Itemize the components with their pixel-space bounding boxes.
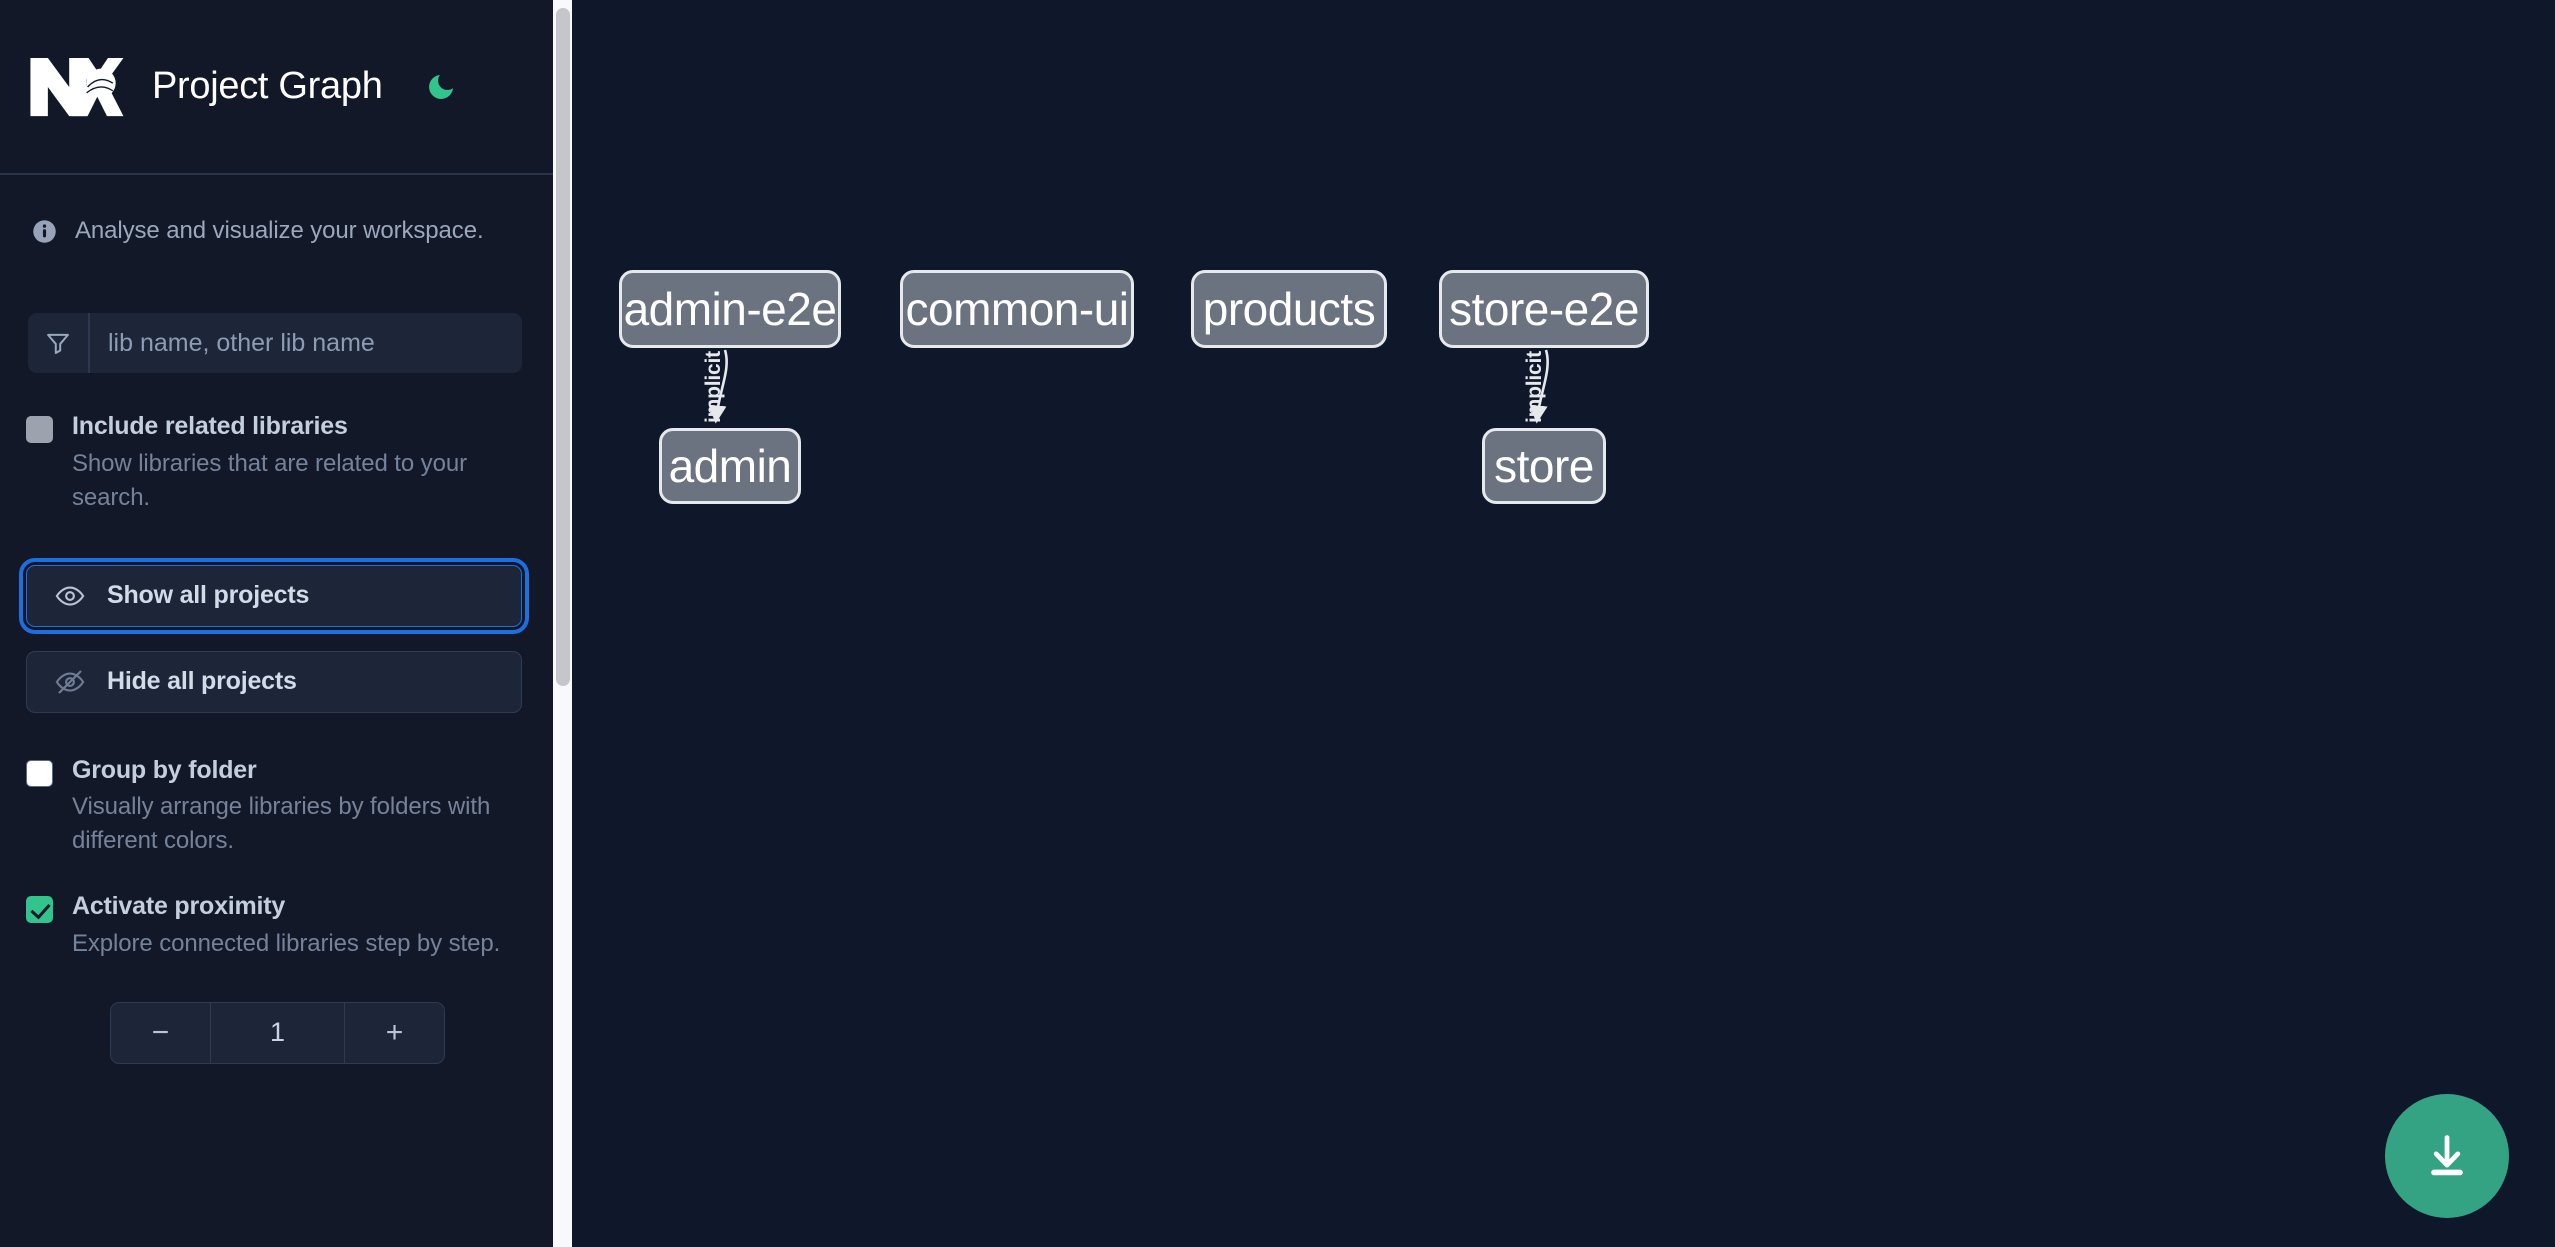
graph-canvas[interactable]: implicit implicit admin-e2e common-ui pr… bbox=[553, 0, 2555, 1247]
workspace-info: Analyse and visualize your workspace. bbox=[0, 175, 553, 245]
group-by-folder-checkbox[interactable] bbox=[26, 759, 53, 787]
proximity-decrement-button[interactable]: − bbox=[111, 1002, 211, 1063]
proximity-value: 1 bbox=[269, 1017, 286, 1048]
option-description: Visually arrange libraries by folders wi… bbox=[72, 793, 491, 855]
sidebar-header: Project Graph bbox=[0, 0, 553, 175]
nx-logo-icon bbox=[26, 56, 124, 118]
info-icon bbox=[31, 218, 58, 245]
graph-edges bbox=[708, 349, 1549, 424]
show-all-projects-button[interactable]: Show all projects bbox=[19, 557, 529, 634]
proximity-increment-button[interactable]: + bbox=[344, 1002, 444, 1063]
graph-node-common-ui[interactable]: common-ui bbox=[900, 270, 1134, 348]
graph-node-store[interactable]: store bbox=[1482, 428, 1606, 504]
page-title: Project Graph bbox=[152, 65, 383, 107]
hide-all-group: Hide all projects bbox=[0, 650, 553, 713]
edge-store-e2e-store bbox=[1529, 349, 1549, 424]
option-activate-proximity[interactable]: Activate proximity Explore connected lib… bbox=[0, 889, 553, 961]
eye-icon bbox=[55, 581, 85, 611]
proximity-stepper: − 1 + bbox=[110, 1001, 445, 1064]
show-all-projects-label: Show all projects bbox=[107, 581, 310, 610]
edge-label-store: implicit bbox=[1522, 351, 1546, 423]
option-title: Activate proximity bbox=[72, 892, 286, 921]
search-input[interactable] bbox=[90, 313, 522, 373]
proximity-stepper-wrap: − 1 + bbox=[0, 1001, 553, 1064]
download-graph-button[interactable] bbox=[2385, 1094, 2509, 1218]
sidebar-scrollbar-thumb[interactable] bbox=[556, 8, 570, 686]
option-include-related-libraries[interactable]: Include related libraries Show libraries… bbox=[0, 409, 553, 515]
show-all-group: Show all projects bbox=[0, 557, 553, 634]
edge-label-admin: implicit bbox=[701, 351, 725, 423]
workspace-info-text: Analyse and visualize your workspace. bbox=[75, 217, 484, 244]
option-description: Explore connected libraries step by step… bbox=[72, 929, 501, 957]
edge-admin-e2e-admin bbox=[708, 349, 728, 424]
funnel-icon bbox=[28, 313, 90, 373]
activate-proximity-checkbox[interactable] bbox=[26, 896, 53, 924]
eye-off-icon bbox=[55, 667, 85, 697]
moon-icon[interactable] bbox=[421, 67, 461, 107]
include-related-libraries-checkbox[interactable] bbox=[26, 416, 53, 443]
filter-bar bbox=[28, 313, 522, 373]
hide-all-projects-label: Hide all projects bbox=[107, 667, 297, 696]
graph-node-admin[interactable]: admin bbox=[659, 428, 801, 504]
sidebar-edge bbox=[572, 0, 575, 1247]
graph-node-store-e2e[interactable]: store-e2e bbox=[1439, 270, 1649, 348]
sidebar: Project Graph Analyse and visualize your… bbox=[0, 0, 575, 1247]
option-description: Show libraries that are related to your … bbox=[72, 449, 467, 511]
download-icon bbox=[2421, 1130, 2473, 1182]
graph-node-products[interactable]: products bbox=[1191, 270, 1387, 348]
option-title: Include related libraries bbox=[72, 412, 348, 440]
option-title: Group by folder bbox=[72, 755, 257, 784]
hide-all-projects-button[interactable]: Hide all projects bbox=[26, 650, 522, 713]
option-group-by-folder[interactable]: Group by folder Visually arrange librari… bbox=[0, 753, 553, 859]
graph-node-admin-e2e[interactable]: admin-e2e bbox=[619, 270, 841, 348]
